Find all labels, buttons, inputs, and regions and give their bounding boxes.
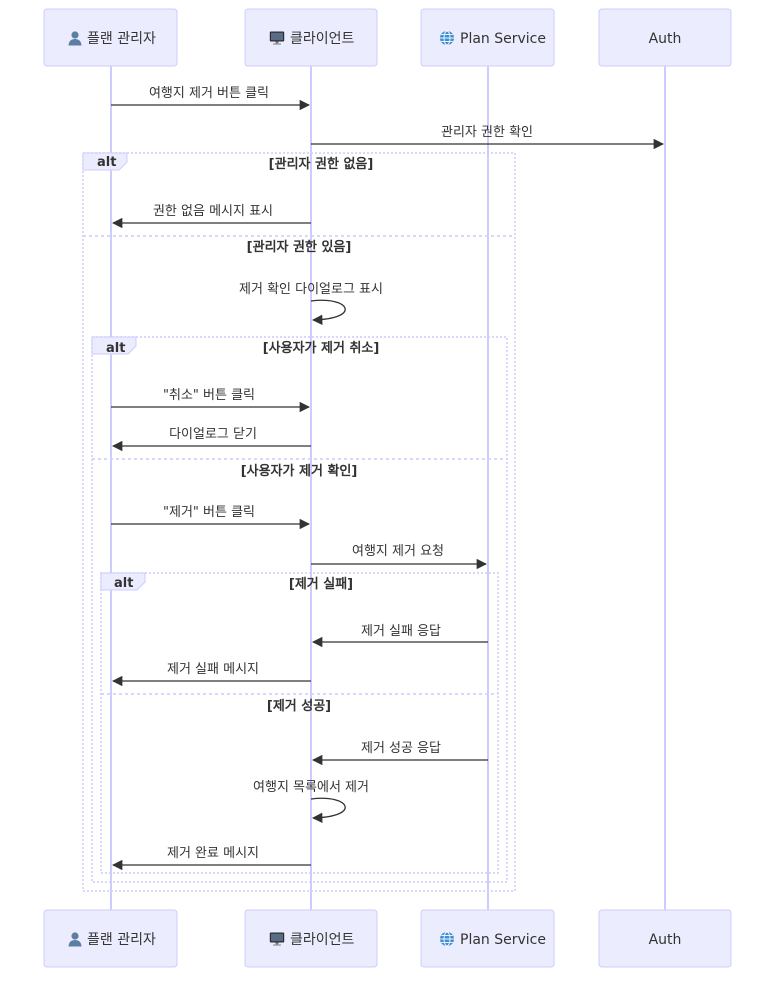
message: "제거" 버튼 클릭: [111, 505, 311, 530]
actor-label: 플랜 관리자: [87, 932, 156, 948]
message-label: "제거" 버튼 클릭: [163, 505, 255, 520]
message: 제거 성공 응답: [311, 741, 488, 766]
alt-keyword: alt: [114, 576, 133, 591]
alt-condition: [관리자 권한 없음]: [269, 156, 374, 172]
message-label: 여행지 제거 요청: [352, 543, 444, 559]
actor-label: 클라이언트: [290, 31, 355, 47]
self-loop-arrow: [310, 299, 346, 325]
message-label: 제거 실패 응답: [361, 624, 441, 639]
message-label: 제거 완료 메시지: [167, 846, 259, 861]
message: 제거 완료 메시지: [111, 846, 311, 871]
self-message: 제거 확인 다이얼로그 표시: [239, 282, 383, 325]
alt-keyword: alt: [106, 341, 125, 356]
actor-client: 클라이언트: [244, 8, 378, 67]
message: 권한 없음 메시지 표시: [111, 204, 311, 229]
message: "취소" 버튼 클릭: [111, 388, 311, 413]
actor-label: 플랜 관리자: [87, 31, 156, 47]
alt-keyword: alt: [97, 155, 116, 170]
message-label: 제거 실패 메시지: [167, 662, 259, 677]
actor-admin-bottom: 플랜 관리자: [43, 909, 178, 968]
alt-condition: [제거 실패]: [289, 576, 353, 592]
actor-plan-service: Plan Service: [420, 8, 555, 67]
alt-condition: [제거 성공]: [267, 699, 331, 714]
message-label: "취소" 버튼 클릭: [163, 388, 255, 403]
message: 여행지 제거 버튼 클릭: [111, 85, 311, 111]
alt-condition: [사용자가 제거 취소]: [263, 340, 380, 356]
message-label: 관리자 권한 확인: [441, 125, 533, 140]
message: 제거 실패 메시지: [111, 662, 311, 687]
alt-condition: [관리자 권한 있음]: [247, 239, 352, 255]
globe-icon: [439, 30, 455, 46]
message: 관리자 권한 확인: [311, 125, 665, 150]
message: 제거 실패 응답: [311, 624, 488, 648]
alt-fragment-confirm: alt [사용자가 제거 취소] [사용자가 제거 확인]: [91, 336, 508, 883]
message-label: 권한 없음 메시지 표시: [153, 204, 273, 219]
actor-label: Plan Service: [460, 31, 546, 47]
alt-fragment-result: alt [제거 실패] [제거 성공]: [100, 572, 499, 874]
message-label: 여행지 목록에서 제거: [253, 779, 369, 795]
actor-label: Auth: [649, 31, 682, 47]
actor-plan-service-bottom: Plan Service: [420, 909, 555, 968]
actor-label: Plan Service: [460, 932, 546, 948]
globe-icon: [439, 931, 455, 947]
message: 여행지 제거 요청: [311, 543, 488, 570]
actor-admin: 플랜 관리자: [43, 8, 178, 67]
self-loop-arrow: [310, 797, 346, 823]
actor-auth: Auth: [598, 8, 732, 67]
message-label: 다이얼로그 닫기: [169, 427, 257, 442]
message-label: 제거 성공 응답: [361, 741, 441, 756]
actor-label: 클라이언트: [290, 932, 355, 948]
actor-auth-bottom: Auth: [598, 909, 732, 968]
actor-label: Auth: [649, 932, 682, 948]
actor-client-bottom: 클라이언트: [244, 909, 378, 968]
message-label: 제거 확인 다이얼로그 표시: [239, 282, 383, 297]
alt-condition: [사용자가 제거 확인]: [241, 463, 358, 479]
message-label: 여행지 제거 버튼 클릭: [149, 85, 269, 101]
self-message: 여행지 목록에서 제거: [253, 779, 369, 823]
alt-fragment-permission: alt [관리자 권한 없음] [관리자 권한 있음]: [82, 152, 516, 892]
message: 다이얼로그 닫기: [111, 427, 311, 452]
